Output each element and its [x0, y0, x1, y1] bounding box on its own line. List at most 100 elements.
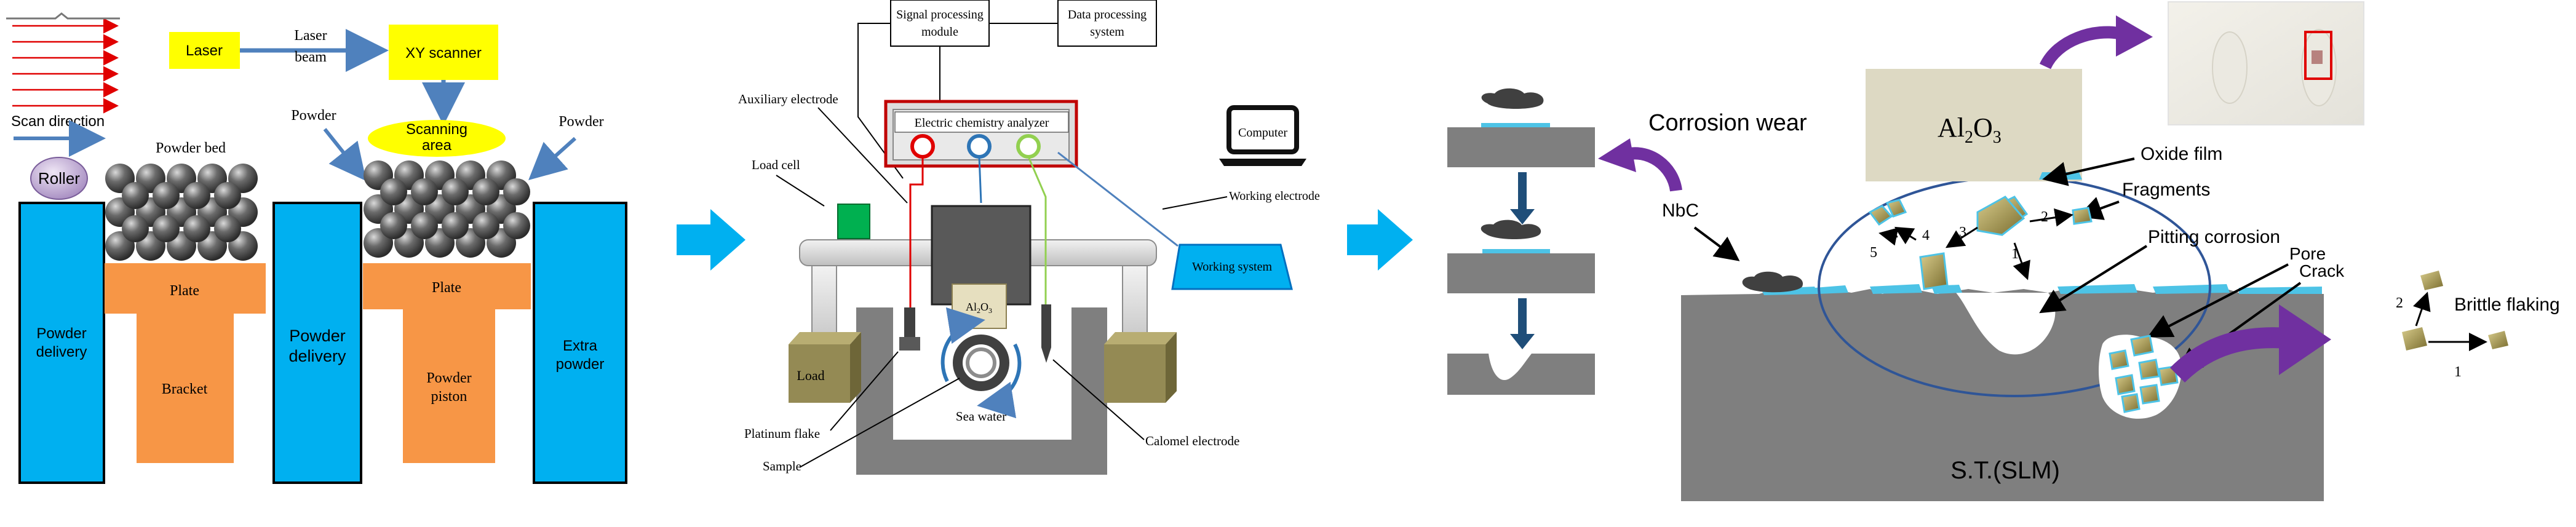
debris-cloud-2	[1481, 220, 1541, 239]
debris-cloud-1	[1481, 88, 1544, 109]
film-2	[1482, 249, 1550, 253]
working-electrode-leader	[1162, 196, 1228, 210]
scan-top-line	[6, 12, 120, 20]
bracket-body	[137, 312, 234, 463]
plate-left-label: Plate	[170, 283, 199, 299]
pitting-leader	[2039, 245, 2148, 314]
pore-leader	[2147, 263, 2289, 338]
rotation-arrow-2	[977, 343, 1022, 419]
working-system-label: Working system	[1192, 260, 1272, 274]
setup-panel: Signal processing module Data processing…	[738, 0, 1320, 475]
working-system	[1171, 244, 1293, 290]
al2o3-label-mech: Al2O3	[1938, 113, 2002, 147]
scanning-area-ellipse	[368, 120, 506, 157]
powder-piston-label-2: piston	[431, 389, 467, 405]
signal-processing-box	[890, 0, 990, 47]
xy-scanner-label: XY scanner	[405, 45, 482, 61]
photo-highlight-box	[2304, 31, 2332, 80]
sample-label: Sample	[763, 459, 801, 474]
plate-mid	[363, 263, 531, 309]
substrate-step-1	[1447, 127, 1595, 167]
flake-cube-top	[2420, 271, 2443, 290]
powder-arrow-right	[528, 137, 577, 181]
substrate-label: S.T.(SLM)	[1950, 457, 2060, 484]
flake-num-2: 2	[2396, 295, 2403, 311]
sea-water-label: Sea water	[956, 409, 1006, 424]
extra-powder-label-1: Extra	[563, 338, 598, 354]
signal-wire	[857, 23, 904, 179]
step-arrow-2-head	[1510, 334, 1535, 349]
aux-electrode-leader	[817, 107, 908, 204]
flake-cube-right	[2488, 331, 2508, 349]
flow-arrow-2	[1347, 209, 1413, 271]
substrate-step-3	[1447, 354, 1595, 395]
load-block-left	[789, 332, 861, 403]
load-cell-leader	[776, 175, 825, 207]
working-electrode-label: Working electrode	[1229, 189, 1320, 203]
path-5-arrow	[1878, 227, 1899, 246]
signal-processing-label-2: module	[921, 25, 958, 39]
rotation-arrow-1	[940, 307, 985, 382]
data-processing-label-1: Data processing	[1068, 8, 1147, 22]
scanning-area-label-1: Scanning	[406, 121, 467, 138]
slm-panel: Scan direction Laser Laser beam XY scann…	[6, 12, 627, 484]
fragments-label: Fragments	[2122, 180, 2210, 200]
nbc-label: NbC	[1662, 200, 1699, 221]
crack-label: Crack	[2299, 261, 2345, 280]
powder-bed-left	[105, 164, 258, 261]
platinum-leader	[830, 351, 899, 431]
pore-label: Pore	[2289, 244, 2326, 263]
load-cell	[837, 204, 870, 239]
num-5: 5	[1870, 245, 1877, 261]
pitting-cavity	[1956, 293, 2056, 355]
brittle-flaking-label: Brittle flaking	[2454, 295, 2560, 315]
powder-delivery-left-label-2: delivery	[36, 344, 87, 360]
path-3-arrow	[1945, 226, 1978, 248]
calomel-leader	[1052, 359, 1145, 440]
num-4: 4	[1922, 228, 1930, 244]
oxide-film-label: Oxide film	[2141, 144, 2222, 164]
nbc-particle	[1742, 271, 1803, 293]
plate-left	[105, 263, 266, 314]
purple-arrow-flaking-head	[2279, 304, 2331, 375]
purple-arrow-flaking	[2169, 327, 2289, 383]
extra-powder-label-2: powder	[556, 356, 605, 373]
photo-pin-left	[2212, 31, 2248, 104]
load-cell-label: Load cell	[752, 157, 800, 172]
laser-beam-label-2: beam	[295, 49, 327, 65]
powder-piston-label-1: Powder	[426, 370, 471, 386]
xy-scanner-box	[389, 25, 498, 80]
pitting-corrosion-label: Pitting corrosion	[2148, 227, 2280, 247]
load-label: Load	[797, 368, 824, 383]
photo-pin-right	[2301, 29, 2337, 106]
scan-direction-label: Scan direction	[11, 113, 105, 130]
calomel-electrode	[1041, 304, 1051, 347]
load-block-right	[1104, 332, 1177, 403]
powder-delivery-left-label-1: Powder	[36, 325, 86, 342]
fragment-group	[1868, 196, 2093, 290]
sea-water-tank	[856, 307, 1107, 475]
mechanism-panel: Corrosion wear NbC Al2O3	[1447, 1, 2560, 501]
laser-label: Laser	[186, 42, 223, 59]
data-processing-label-2: system	[1090, 25, 1124, 39]
blue-electrode-port	[967, 134, 992, 159]
photo-wear-mark	[2312, 50, 2323, 64]
step-arrow-1-head	[1510, 209, 1535, 224]
plate-mid-label: Plate	[432, 280, 461, 296]
powder-delivery-mid	[272, 202, 362, 484]
calomel-electrode-label: Calomel electrode	[1145, 434, 1239, 448]
powder-piston	[403, 309, 495, 463]
flake-arrow-2	[2413, 291, 2431, 327]
computer-screen	[1226, 105, 1299, 154]
roller-label: Roller	[38, 169, 80, 188]
substrate-step-2	[1447, 253, 1595, 293]
platinum-flake-label: Platinum flake	[744, 426, 820, 441]
oxide-film-leader	[2042, 157, 2135, 186]
path-1-arrow	[2013, 242, 2030, 280]
powder-delivery-mid-label-2: delivery	[288, 347, 346, 365]
bracket-label: Bracket	[162, 381, 208, 397]
nbc-leader	[1693, 226, 1740, 261]
calomel-tip	[1041, 347, 1051, 363]
num-1: 1	[2011, 246, 2019, 262]
